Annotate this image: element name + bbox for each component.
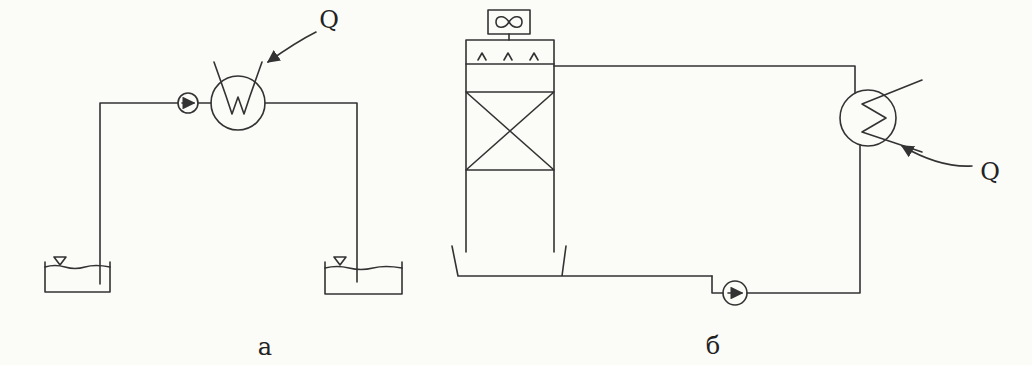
spray-nozzles bbox=[478, 53, 538, 60]
heat-arrow bbox=[268, 32, 316, 62]
fan-mount bbox=[508, 34, 510, 40]
basin bbox=[452, 246, 712, 276]
return-pipe bbox=[747, 145, 860, 293]
receiving-tank bbox=[325, 262, 402, 294]
hot-water-pipe bbox=[554, 66, 855, 93]
exchanger-coil bbox=[214, 62, 262, 114]
fill-pack bbox=[466, 92, 554, 170]
pipe bbox=[265, 103, 357, 282]
caption-letter: а bbox=[258, 335, 272, 359]
pump-symbol bbox=[178, 93, 198, 113]
heat-exchanger bbox=[840, 90, 896, 146]
level-mark bbox=[334, 257, 346, 265]
heat-flow-label: Q bbox=[980, 160, 1000, 184]
water-level bbox=[325, 267, 402, 270]
pipe bbox=[100, 103, 178, 284]
return-pipe bbox=[712, 276, 723, 293]
heat-exchanger bbox=[211, 76, 265, 130]
pump-symbol bbox=[723, 281, 747, 305]
cooling-tower bbox=[466, 40, 554, 252]
exchanger-coil bbox=[862, 80, 922, 152]
fan-housing bbox=[488, 10, 530, 34]
pump-arrow bbox=[182, 102, 194, 104]
level-mark bbox=[54, 257, 66, 265]
pipe bbox=[198, 102, 211, 104]
spray-header bbox=[466, 63, 554, 65]
caption-letter: б bbox=[706, 334, 720, 358]
fan-symbol bbox=[496, 17, 522, 28]
heat-flow-label: Q bbox=[319, 8, 339, 32]
pump-arrow bbox=[728, 292, 742, 294]
heat-arrow bbox=[902, 146, 972, 166]
